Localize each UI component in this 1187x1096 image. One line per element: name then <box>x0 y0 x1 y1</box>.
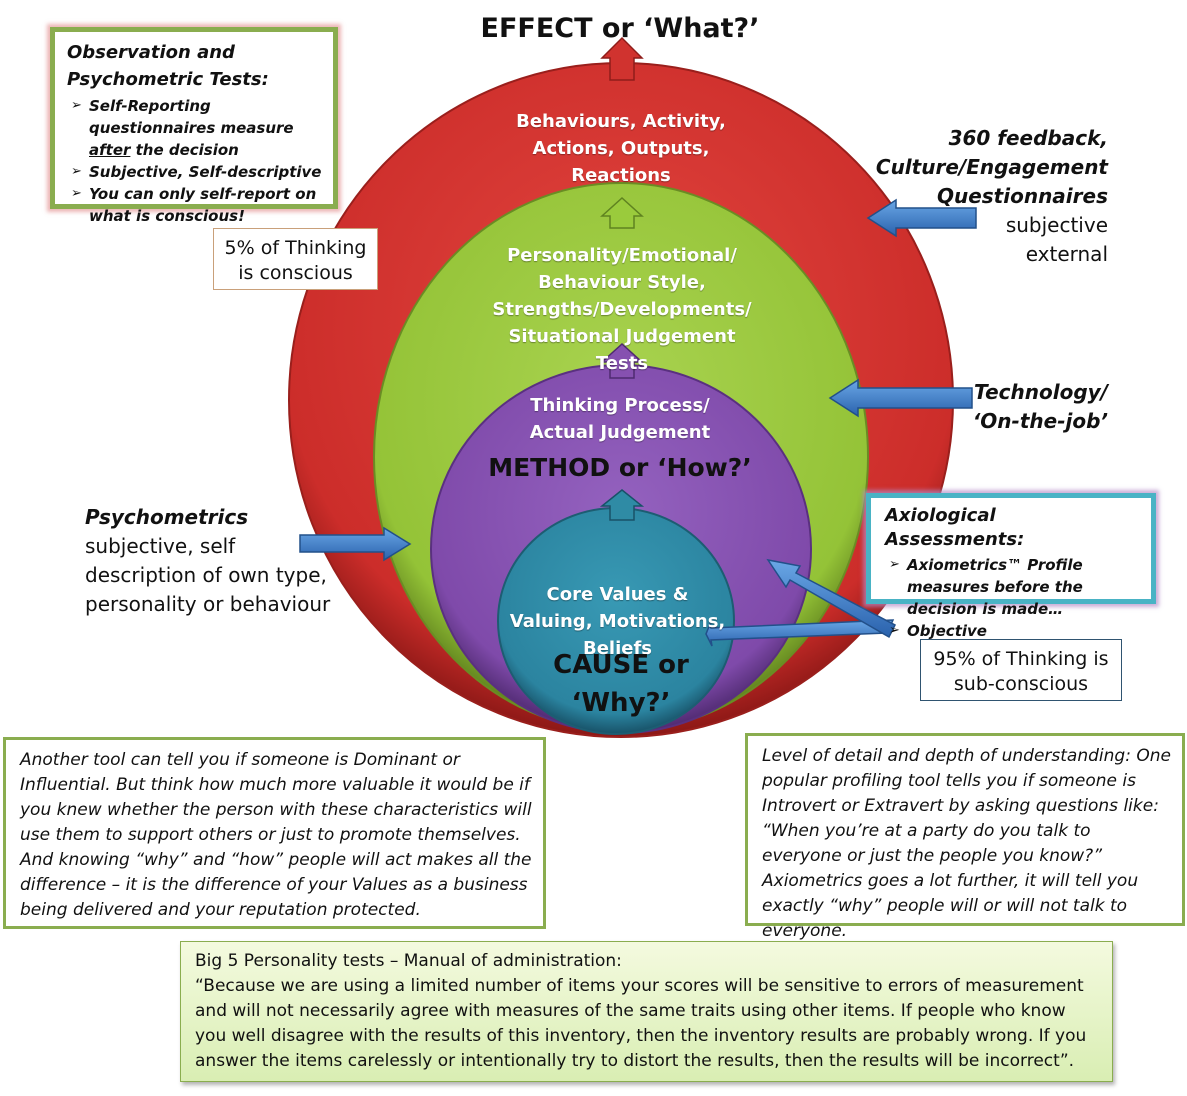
cause-label-line1: CAUSE or <box>553 650 689 680</box>
psychometrics-line-1: subjective, self <box>85 534 236 558</box>
arrow-axio-to-core <box>705 619 895 647</box>
effect-ring-text: Behaviours, Activity, Actions, Outputs, … <box>516 111 726 186</box>
diagram-title: EFFECT or ‘What?’ <box>480 13 760 44</box>
subconscious-line-2: sub-conscious <box>953 673 1089 695</box>
up-arrow-teal <box>599 489 645 521</box>
observation-heading-1: Observation and <box>67 42 235 63</box>
feedback-line-3: Questionnaires <box>936 184 1108 208</box>
psychometrics-line-2: description of own type, <box>85 563 327 587</box>
feedback-line-4: subjective <box>1005 213 1108 237</box>
observation-bullets: Self-Reporting questionnaires measure af… <box>67 95 323 227</box>
conscious-thinking-box: 5% of Thinking is conscious <box>213 228 378 290</box>
observation-heading-2: Psychometric Tests: <box>67 69 269 90</box>
feedback-line-1: 360 feedback, <box>948 126 1108 150</box>
cause-label-line2: ‘Why?’ <box>571 688 671 718</box>
technology-line-2: ‘On-the-job’ <box>972 409 1108 433</box>
up-arrow-top <box>600 36 644 81</box>
axio-bullets: Axiometrics™ Profile measures before the… <box>885 554 1139 642</box>
arrow-360-feedback <box>866 198 977 238</box>
personality-ring-text: Personality/Emotional/ Behaviour Style, … <box>492 245 752 374</box>
axio-bullet-2: Objective <box>885 620 1139 642</box>
axiological-assessments-box: Axiological Assessments: Axiometrics™ Pr… <box>866 493 1156 642</box>
subconscious-line-1: 95% of Thinking is <box>933 648 1109 670</box>
psychometrics-label: Psychometrics subjective, self descripti… <box>85 503 345 619</box>
feedback-label: 360 feedback, Culture/Engagement Questio… <box>860 124 1108 269</box>
observation-bullet-1: Self-Reporting questionnaires measure af… <box>67 95 323 161</box>
observation-bullet-3: You can only self-report on what is cons… <box>67 183 323 227</box>
technology-label: Technology/ ‘On-the-job’ <box>930 378 1108 436</box>
subconscious-thinking-box: 95% of Thinking is sub-conscious <box>920 639 1122 701</box>
big5-line-1: Big 5 Personality tests – Manual of admi… <box>195 951 622 971</box>
observation-tests-box: Observation and Psychometric Tests: Self… <box>50 27 338 225</box>
psychometrics-line-3: personality or behaviour <box>85 592 331 616</box>
conscious-line-1: 5% of Thinking <box>224 237 367 259</box>
arrow-technology <box>828 378 973 418</box>
note-left: Another tool can tell you if someone is … <box>3 737 546 929</box>
up-arrow-purple <box>600 342 644 379</box>
big5-line-2: “Because we are using a limited number o… <box>195 976 1087 1071</box>
technology-line-1: Technology/ <box>974 380 1108 404</box>
observation-bullet-2: Subjective, Self-descriptive <box>67 161 323 183</box>
conscious-line-2: is conscious <box>238 262 353 284</box>
feedback-line-2: Culture/Engagement <box>875 155 1108 179</box>
psychometrics-heading: Psychometrics <box>85 505 249 529</box>
method-label: METHOD or ‘How?’ <box>488 453 752 482</box>
axio-bullet-1: Axiometrics™ Profile measures before the… <box>885 554 1139 620</box>
feedback-line-5: external <box>1025 242 1108 266</box>
axio-heading: Axiological Assessments: <box>885 505 1025 550</box>
note-right: Level of detail and depth of understandi… <box>745 733 1185 941</box>
arrow-psychometrics <box>299 526 412 562</box>
core-values-text: Core Values & Valuing, Motivations, Beli… <box>509 584 726 659</box>
up-arrow-green <box>600 196 644 229</box>
big5-quote-box: Big 5 Personality tests – Manual of admi… <box>180 941 1113 1082</box>
arrow-axio-to-purple <box>766 558 896 639</box>
thinking-ring-text: Thinking Process/ Actual Judgement <box>529 395 711 443</box>
